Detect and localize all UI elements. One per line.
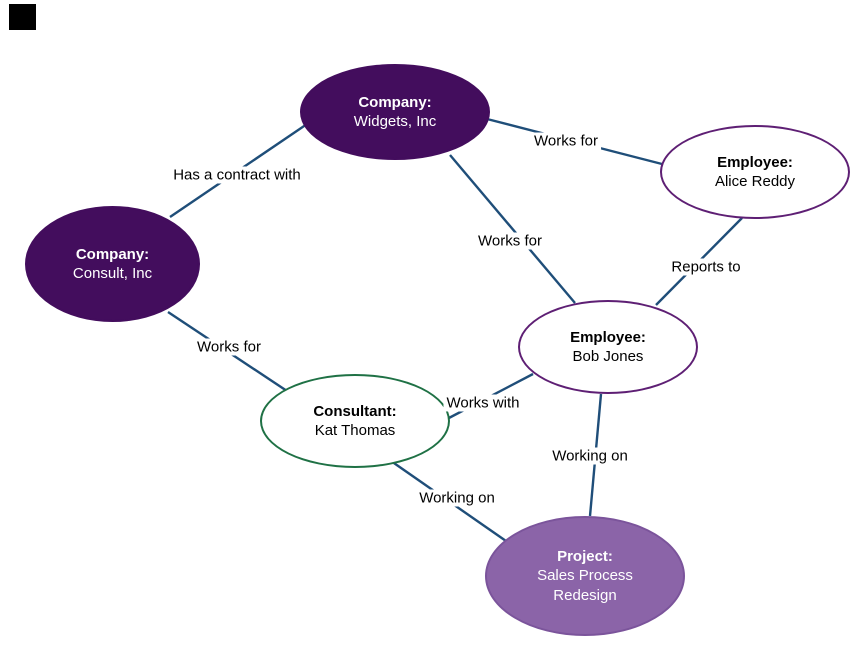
node-type-label: Consultant: [313,402,397,420]
node-name-label: Alice Reddy [714,173,796,190]
node-company-consult: Company: Consult, Inc [25,206,200,322]
node-consultant-kat: Consultant: Kat Thomas [260,374,450,468]
node-company-widgets: Company: Widgets, Inc [300,64,490,160]
edge-label-works-with: Works with [443,394,523,412]
node-name-label: Sales Process Redesign [537,567,633,604]
edge-widgets-bob-works-for [449,154,576,304]
edge-label-reports-to: Reports to [668,258,744,276]
node-name-label: Bob Jones [572,348,644,365]
node-type-label: Company: [75,245,150,263]
node-name-label: Kat Thomas [314,422,396,439]
edge-label-works-for-consult-kat: Works for [194,338,264,356]
node-name-label: Widgets, Inc [353,113,437,130]
node-project-sales: Project: Sales Process Redesign [485,516,685,636]
node-type-label: Project: [557,547,613,565]
node-employee-bob: Employee: Bob Jones [518,300,698,394]
node-name-label: Consult, Inc [72,265,153,282]
corner-marker [9,4,36,30]
edge-label-has-a-contract-with: Has a contract with [170,166,304,184]
node-type-label: Company: [358,93,432,111]
edge-label-works-for-widgets-alice: Works for [531,132,601,150]
node-type-label: Employee: [570,328,646,346]
edge-label-working-on-kat: Working on [416,489,498,507]
edge-label-working-on-bob: Working on [549,447,631,465]
node-type-label: Employee: [717,153,793,171]
node-employee-alice: Employee: Alice Reddy [660,125,850,219]
edge-label-works-for-widgets-bob: Works for [475,232,545,250]
